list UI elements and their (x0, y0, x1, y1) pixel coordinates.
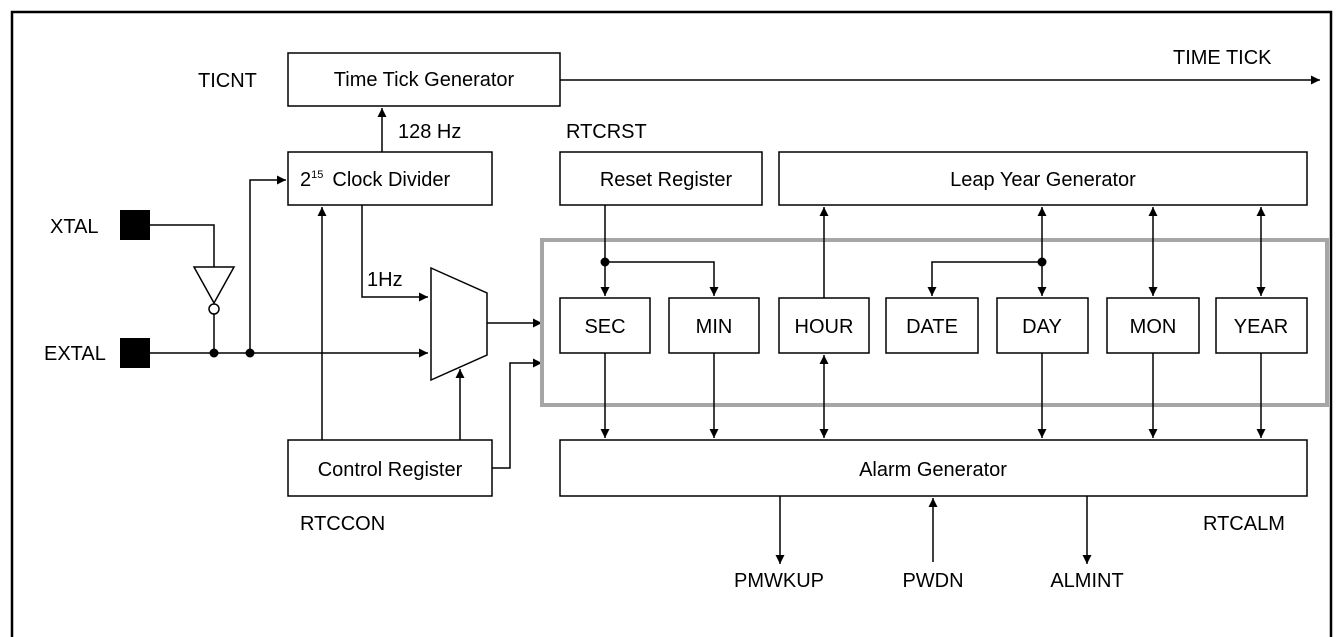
clock-divider-name: Clock Divider (332, 169, 450, 191)
junction-dot (600, 257, 610, 267)
extal-label: EXTAL (44, 343, 106, 365)
counter-group-frame (540, 238, 1329, 407)
time-tick-label: TIME TICK (1173, 47, 1272, 69)
outer-frame (10, 10, 1333, 637)
clock-mux (430, 266, 488, 382)
date-counter (885, 297, 979, 354)
min-counter (668, 297, 760, 354)
day-counter (996, 297, 1089, 354)
clock-divider-box (287, 151, 493, 206)
almint-label: ALMINT (1050, 570, 1123, 592)
day-label: DAY (1022, 316, 1062, 338)
control-to-counters-wire (492, 358, 542, 469)
xtal-label: XTAL (50, 216, 99, 238)
reset-register-box (559, 151, 763, 206)
xtal-pin (120, 210, 150, 240)
hour-counter (778, 297, 870, 354)
ticnt-label: TICNT (198, 70, 257, 92)
pmwkup-label: PMWKUP (734, 570, 824, 592)
clock-divider-base: 2 (300, 169, 311, 191)
control-register-box (287, 439, 493, 497)
extal-to-divider-wire (249, 175, 286, 353)
min-label: MIN (696, 316, 733, 338)
alarm-generator-box (559, 439, 1308, 497)
clock-divider-exponent: 15 (311, 169, 323, 181)
leap-year-generator-label: Leap Year Generator (950, 169, 1136, 191)
date-label: DATE (906, 316, 958, 338)
hz1-label: 1Hz (367, 269, 403, 291)
day-to-date-wire (927, 261, 1042, 296)
inverter-bubble (208, 303, 220, 315)
control-register-label: Control Register (318, 459, 463, 481)
sec-label: SEC (584, 316, 625, 338)
xtal-wire (150, 224, 215, 267)
sec-counter (559, 297, 651, 354)
reset-register-label: Reset Register (600, 169, 733, 191)
reset-to-min-wire (605, 261, 719, 296)
pwdn-label: PWDN (902, 570, 963, 592)
leap-year-generator-box (778, 151, 1308, 206)
rtcalm-label: RTCALM (1203, 513, 1285, 535)
inverter-symbol (192, 266, 236, 305)
hour-label: HOUR (795, 316, 854, 338)
rtcrst-label: RTCRST (566, 121, 647, 143)
year-label: YEAR (1234, 316, 1288, 338)
mon-label: MON (1130, 316, 1177, 338)
hz128-label: 128 Hz (398, 121, 461, 143)
rtccon-label: RTCCON (300, 513, 385, 535)
time-tick-generator-label: Time Tick Generator (334, 69, 515, 91)
divider-1hz-wire (361, 205, 428, 302)
clock-divider-label: 215 Clock Divider (300, 169, 451, 191)
alarm-generator-label: Alarm Generator (859, 459, 1007, 481)
year-counter (1215, 297, 1308, 354)
extal-pin (120, 338, 150, 368)
